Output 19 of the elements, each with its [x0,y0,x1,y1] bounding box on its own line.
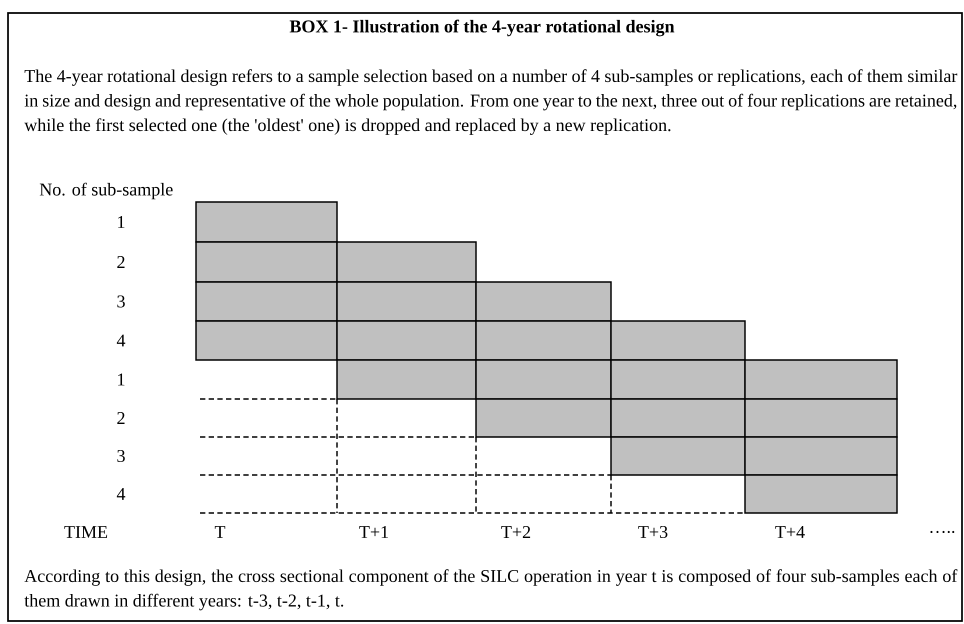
time-label: T+1 [359,526,388,538]
row-number: 1 [118,216,124,228]
row-number: 3 [117,295,125,308]
row-number: 2 [117,256,125,268]
row-number: 2 [117,412,125,424]
row-number: 3 [117,450,125,462]
row-number: 4 [116,334,126,346]
time-label: T+2 [501,526,530,538]
axis-title: No. of sub-sample [40,182,173,200]
intro-paragraph: The 4-year rotational design refers to a sample selection based on a number of 4 sub-samples or replications, each of them similar in size and design and representative of the whole population. From one year to the next, three out of four replications are retained, while the first selected one (the 'oldest' one) is dropped and replaced by a new replication. [24,69,958,135]
box-title: BOX 1- Illustration of the 4-year rotational design [290,20,674,36]
note-paragraph: According to this design, the cross sectional component of the SILC operation in year t is composed of four sub-samples each of them drawn in different years: t-3, t-2, t-1, t. [24,569,958,610]
time-label: TIME [64,526,108,538]
row-number: 1 [118,374,124,386]
time-label: T [214,526,226,538]
time-label: T+3 [638,526,668,538]
time-label: ….. [930,530,954,534]
time-label: T+4 [775,526,805,538]
row-number: 4 [116,488,126,500]
